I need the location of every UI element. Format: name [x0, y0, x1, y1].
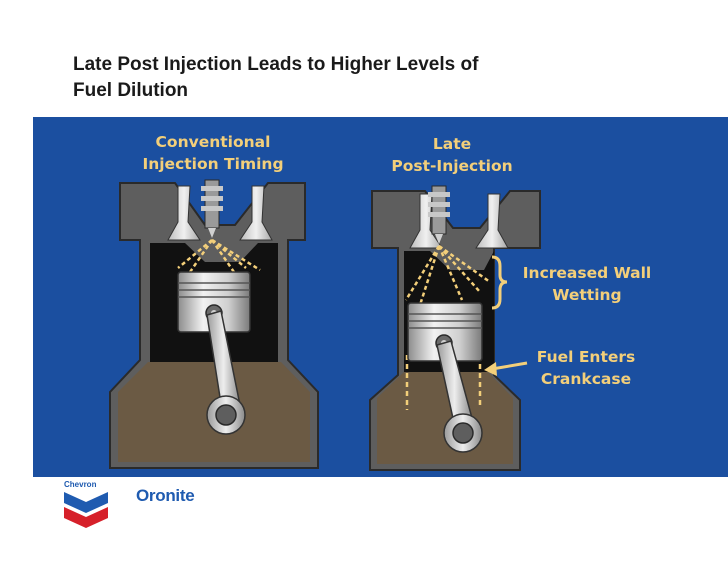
crankcase-oil-right [377, 372, 513, 464]
label-wall-wetting-line-2: Wetting [552, 286, 622, 304]
label-conventional: Conventional Injection Timing [128, 131, 298, 175]
label-late-line-2: Post-Injection [391, 157, 513, 175]
fuel-drip-walls [405, 355, 482, 410]
valve-right-2 [475, 193, 509, 249]
fuel-injector-icon [201, 179, 223, 238]
valve-left-2 [239, 185, 273, 241]
label-conventional-line-2: Injection Timing [142, 155, 284, 173]
oronite-brand-text: Oronite [136, 486, 195, 505]
connecting-rod-icon [436, 340, 483, 453]
fuel-spray-right [404, 244, 491, 306]
connecting-rod-icon [206, 310, 246, 435]
chevron-brand-text: Chevron [64, 480, 97, 489]
label-late-line-1: Late [432, 135, 472, 153]
fuel-injector-icon [428, 185, 450, 244]
label-crankcase: Fuel Enters Crankcase [520, 346, 652, 390]
fuel-spray-left [177, 238, 261, 276]
slide-title: Late Post Injection Leads to Higher Leve… [73, 52, 633, 104]
arrow-left-icon [484, 361, 528, 376]
valve-left-1 [167, 185, 201, 241]
brace-icon [491, 255, 508, 310]
engine-late [369, 185, 541, 471]
label-wall-wetting: Increased Wall Wetting [508, 262, 666, 306]
slide-title-line-1: Late Post Injection Leads to Higher Leve… [73, 54, 479, 75]
label-crankcase-line-1: Fuel Enters [536, 348, 636, 366]
slide-title-line-2: Fuel Dilution [73, 80, 189, 101]
engine-conventional [109, 179, 319, 469]
label-conventional-line-1: Conventional [155, 133, 271, 151]
chevron-logo-icon [64, 492, 108, 528]
label-crankcase-line-2: Crankcase [540, 370, 632, 388]
label-late: Late Post-Injection [376, 133, 528, 177]
label-wall-wetting-line-1: Increased Wall [522, 264, 652, 282]
